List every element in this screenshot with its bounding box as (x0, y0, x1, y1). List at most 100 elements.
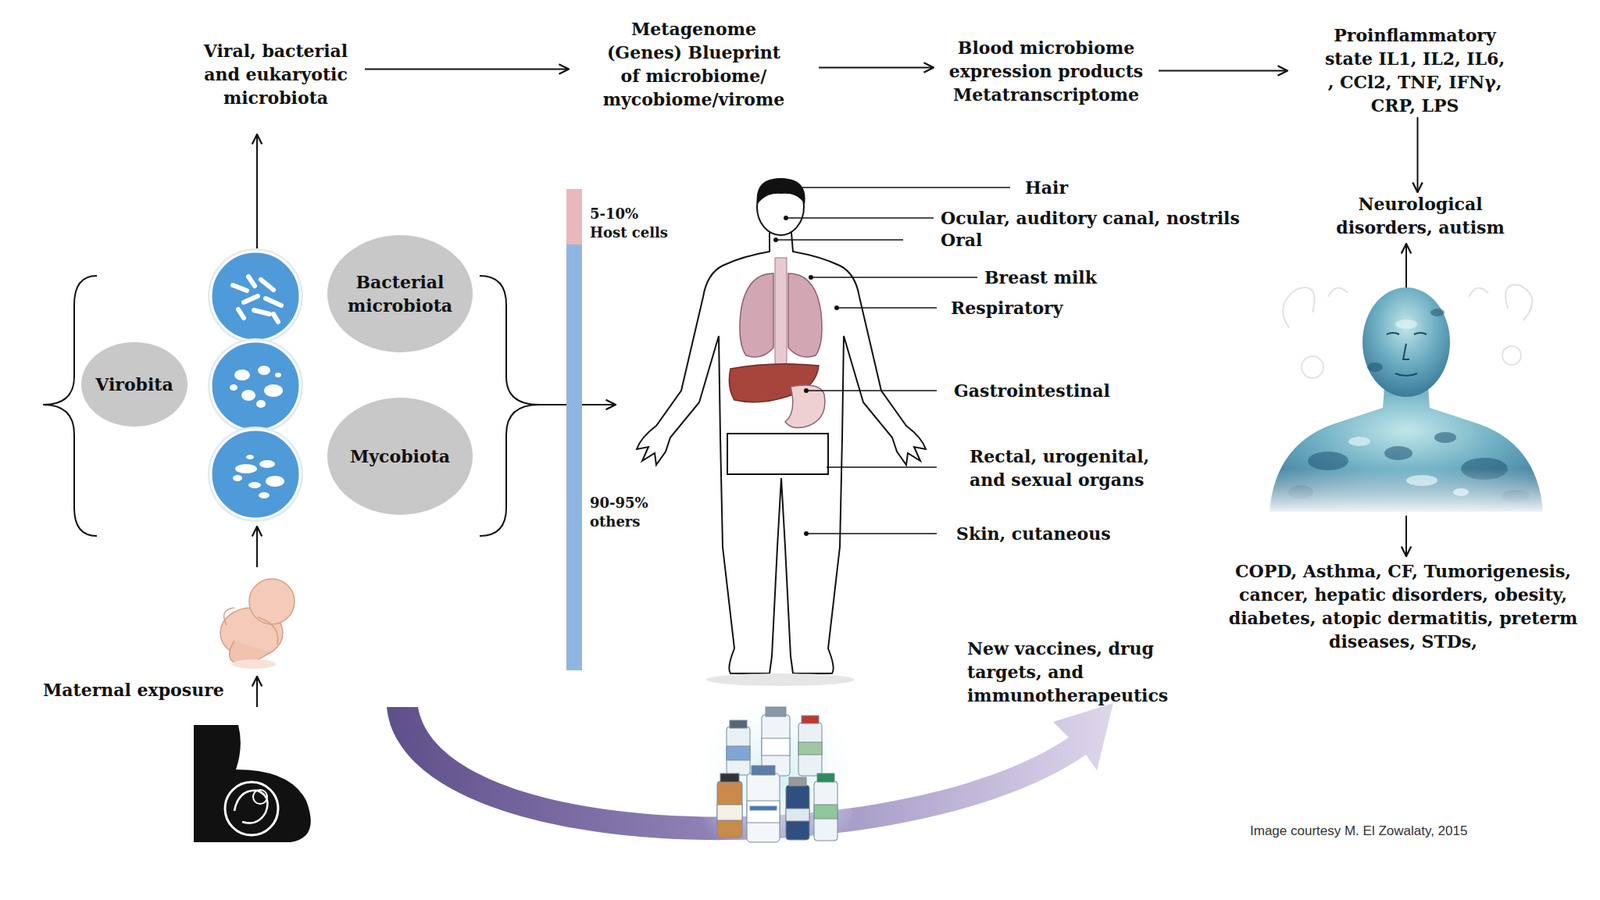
person-illustration (1348, 436, 1371, 447)
petri-dish (210, 429, 300, 519)
text-label: 5-10% Host cells (589, 204, 680, 243)
text-label: Hair (1025, 175, 1068, 200)
leader-dot (773, 237, 779, 243)
person-illustration (1386, 332, 1427, 376)
leader-dot (803, 531, 809, 536)
node-text: Bacterial microbiota (337, 270, 463, 318)
node-text: Virobita (83, 372, 186, 397)
leader-line (810, 276, 978, 279)
text-node: Viral, bacterial and eukaryotic microbio… (186, 39, 365, 110)
petri-dish (259, 460, 275, 468)
vials-illustration (717, 707, 838, 843)
human-body (739, 273, 774, 358)
flow-arrow (1158, 70, 1288, 72)
leader-dot (808, 275, 814, 280)
fetus-illustration (220, 578, 295, 669)
flow-arrow (1405, 243, 1408, 290)
pregnancy-silhouette (234, 790, 268, 824)
ellipse-fill (327, 235, 473, 353)
petri-dish (248, 482, 261, 489)
fetus-illustration (257, 617, 279, 645)
vials-illustration (798, 722, 822, 776)
petri-dish (207, 426, 304, 522)
flow-arrow (818, 67, 934, 69)
person-illustration (1307, 451, 1349, 471)
petri-dish (210, 251, 300, 341)
text-label: 90-95% others (589, 493, 680, 532)
petri-dish (265, 298, 282, 306)
person-illustration (1502, 346, 1522, 365)
vials-illustration (746, 800, 780, 823)
petri-dish (210, 341, 300, 431)
text-label: Skin, cutaneous (956, 521, 1111, 546)
petri-dish (235, 464, 258, 474)
vials-illustration (717, 781, 743, 838)
petri-dish (229, 365, 283, 408)
person-illustration (1257, 468, 1555, 516)
leader-line (826, 466, 937, 468)
human-body (788, 273, 822, 358)
ellipse-shape (326, 234, 474, 354)
text-label: Oral (940, 228, 983, 252)
text-node: Neurological disorders, autism (1318, 192, 1522, 240)
text-node: COPD, Asthma, CF, Tumorigenesis, cancer,… (1207, 559, 1599, 654)
person-illustration (1395, 319, 1418, 329)
vials-illustration (717, 804, 743, 821)
petri-dish (256, 400, 266, 408)
petri-dish (232, 276, 282, 322)
petri-dish (246, 454, 254, 460)
petri-dish (273, 314, 279, 322)
vials-illustration (814, 804, 838, 819)
text-label: Breast milk (984, 265, 1097, 290)
fetus-illustration (224, 607, 235, 625)
text-label: Respiratory (950, 296, 1063, 320)
person-illustration (1367, 362, 1383, 372)
leader-line (785, 186, 1011, 189)
human-body (706, 673, 855, 686)
pregnancy-silhouette (253, 789, 268, 804)
leader-line (806, 389, 937, 392)
petri-dish (234, 369, 250, 381)
node-text: Blood microbiome expression products Met… (940, 35, 1152, 107)
person-illustration (1282, 287, 1315, 329)
leader-dot (773, 215, 840, 536)
text-node: Blood microbiome expression products Met… (933, 35, 1159, 107)
proportion-bar (566, 189, 583, 245)
leader-dot (783, 215, 789, 221)
text-label: New vaccines, drug targets, and immunoth… (967, 636, 1179, 708)
curly-brace (479, 275, 540, 536)
petri-dish (257, 365, 271, 375)
human-body (775, 257, 787, 368)
petri-dish (238, 309, 244, 318)
vials-illustration (785, 808, 810, 822)
person-illustration (1362, 287, 1450, 397)
person-illustration (1386, 332, 1400, 335)
flow-arrow (256, 134, 258, 249)
human-body (636, 232, 926, 674)
person-illustration (1328, 288, 1348, 297)
microbiota-ellipse: Virobita (80, 341, 189, 428)
vials-illustration (785, 785, 810, 840)
person-illustration (1395, 373, 1418, 376)
vials-illustration (726, 746, 750, 761)
pregnancy-silhouette (193, 725, 311, 843)
vials-illustration (789, 777, 807, 786)
human-body (636, 178, 926, 686)
petri-dish (243, 296, 258, 303)
vials-illustration (746, 773, 780, 843)
fetus-illustration (232, 659, 276, 669)
petri-dish (232, 475, 243, 482)
pregnancy-silhouette (193, 725, 311, 843)
vials-illustration (726, 726, 750, 775)
proportion-bar (566, 189, 583, 671)
leader-line (785, 217, 934, 219)
flow-arrow (1417, 117, 1419, 193)
person-illustration (1403, 343, 1410, 360)
petri-dish (248, 276, 255, 286)
proportion-bar (566, 244, 583, 671)
leader-line (775, 239, 904, 241)
person-illustration (1301, 356, 1324, 379)
